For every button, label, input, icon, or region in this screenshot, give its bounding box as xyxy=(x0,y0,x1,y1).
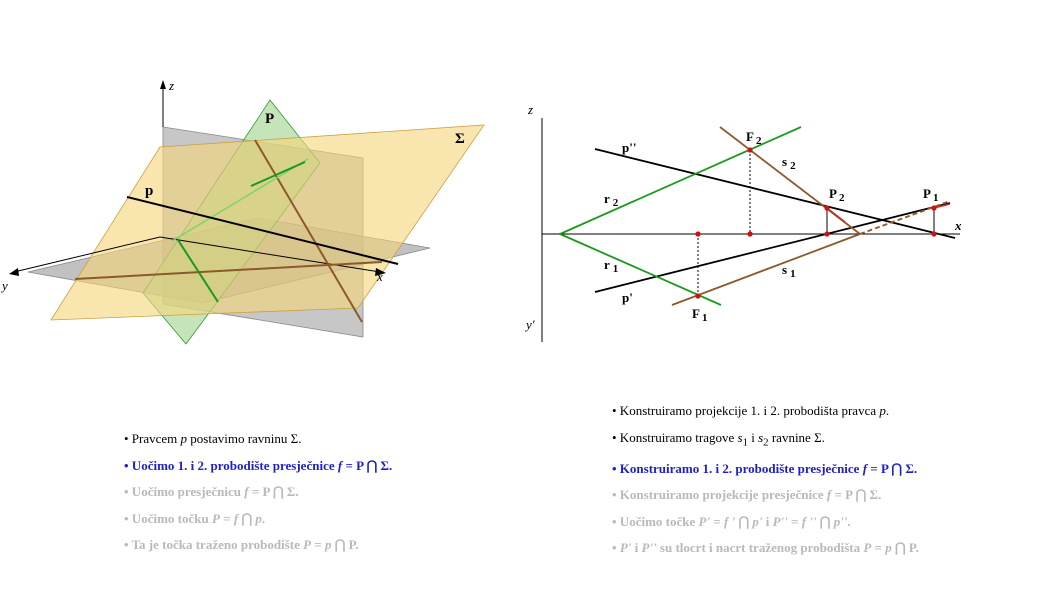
plane-sigma xyxy=(50,124,485,321)
left-3d-figure: z x y P Σ p xyxy=(0,78,485,345)
x-label: x xyxy=(376,269,383,284)
intersection-f xyxy=(171,158,309,242)
trace-brown-horizontal xyxy=(74,261,383,280)
y-axis-arrow xyxy=(9,268,19,276)
link-P2 xyxy=(826,207,846,223)
plane-p-label: P xyxy=(265,111,274,127)
z-axis-arrow xyxy=(160,80,166,89)
point-P1 xyxy=(931,205,937,211)
left-step-4[interactable]: • Uočimo točku P = f ⋂ p. xyxy=(124,510,266,526)
point-P2 xyxy=(824,205,830,211)
plane-sigma-label: Σ xyxy=(455,131,465,147)
right-steps-list: • Konstruiramo projekcije 1. i 2. probod… xyxy=(612,398,919,562)
right-step-2[interactable]: • Konstruiramo tragove s1 i s2 ravnine Σ… xyxy=(612,429,825,449)
trace-brown-vertical xyxy=(254,139,363,323)
point-F-on-x xyxy=(747,231,753,237)
trace-green-2 xyxy=(177,239,219,303)
link-P1 xyxy=(933,203,951,209)
p-first-label: p' xyxy=(622,290,633,305)
y-label: y xyxy=(0,278,8,293)
line-p-label: p xyxy=(145,183,153,199)
point-F1 xyxy=(695,293,701,299)
left-step-3[interactable]: • Uočimo presječnicu f = P ⋂ Σ. xyxy=(124,484,299,499)
p-second-label: p'' xyxy=(622,140,636,155)
right-step-3[interactable]: • Konstruiramo 1. i 2. probodište presje… xyxy=(612,460,918,476)
left-step-5[interactable]: • Ta je točka traženo probodište P = p ⋂… xyxy=(124,537,359,552)
line-s1 xyxy=(671,233,861,306)
right-step-6[interactable]: • P' i P'' su tlocrt i nacrt traženog pr… xyxy=(612,540,919,556)
left-step-1[interactable]: • Pravcem p postavimo ravninu Σ. xyxy=(124,431,302,446)
left-steps-list: • Pravcem p postavimo ravninu Σ. • Uočim… xyxy=(124,426,392,559)
right-step-4[interactable]: • Konstruiramo projekcije presječnice f … xyxy=(612,487,882,503)
right-step-1[interactable]: • Konstruiramo projekcije 1. i 2. probod… xyxy=(612,403,890,418)
point-F1-on-x xyxy=(695,231,701,237)
point-P1-on-x xyxy=(931,231,937,237)
left-step-2[interactable]: • Uočimo 1. i 2. probodište presječnice … xyxy=(124,457,393,473)
line-p-second xyxy=(594,148,956,239)
y-axis xyxy=(13,236,161,273)
x-axis-arrow xyxy=(375,268,386,276)
line-p-first xyxy=(594,202,951,293)
line-r2 xyxy=(559,126,802,235)
x-label: x xyxy=(954,218,962,233)
line-r1 xyxy=(559,233,722,306)
z-label: z xyxy=(168,78,174,93)
x-axis xyxy=(159,236,381,273)
y-prime-label: y' xyxy=(524,317,535,332)
z-label: z xyxy=(527,102,533,117)
right-step-5[interactable]: • Uočimo točke P' = f ' ⋂ p' i P'' = f '… xyxy=(612,513,851,529)
point-F2 xyxy=(747,147,753,153)
point-P-on-x xyxy=(824,231,830,237)
trace-green-1 xyxy=(250,161,306,187)
line-p xyxy=(126,196,399,265)
